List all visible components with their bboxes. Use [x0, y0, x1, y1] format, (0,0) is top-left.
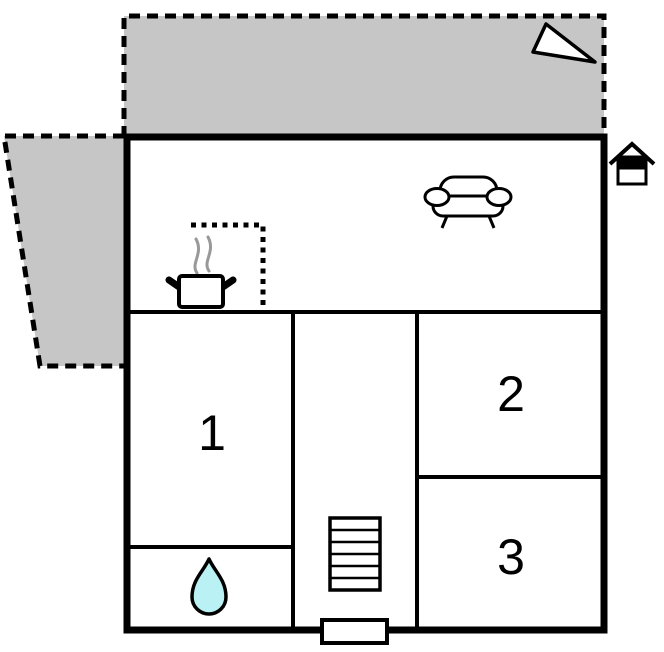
north-arrow-icon [531, 22, 597, 64]
sofa-armrest-left [423, 187, 451, 207]
water-drop-icon [190, 557, 228, 616]
steam-line-2 [205, 235, 213, 273]
terrace-top [121, 13, 607, 137]
steam-line-1 [193, 237, 201, 275]
entry-step [320, 618, 389, 645]
staircase-icon [328, 516, 382, 592]
pot-body [177, 274, 225, 309]
sofa-leg-left [440, 215, 449, 229]
house-door-band [616, 155, 648, 170]
interior-walls [124, 310, 604, 630]
kitchen-counter-dotted-line [191, 222, 266, 309]
sofa-armrest-right [485, 187, 513, 207]
house-roof [608, 141, 656, 166]
room-3-label: 3 [497, 529, 525, 585]
room-1-label: 1 [198, 405, 226, 461]
sofa-leg-right [487, 215, 496, 229]
cooking-pot-icon [165, 235, 237, 309]
house-entrance-icon [608, 141, 656, 186]
room-2-label: 2 [497, 366, 525, 422]
terrace-left [1, 133, 124, 369]
staircase-treads [330, 528, 380, 580]
sofa-icon [423, 175, 513, 229]
